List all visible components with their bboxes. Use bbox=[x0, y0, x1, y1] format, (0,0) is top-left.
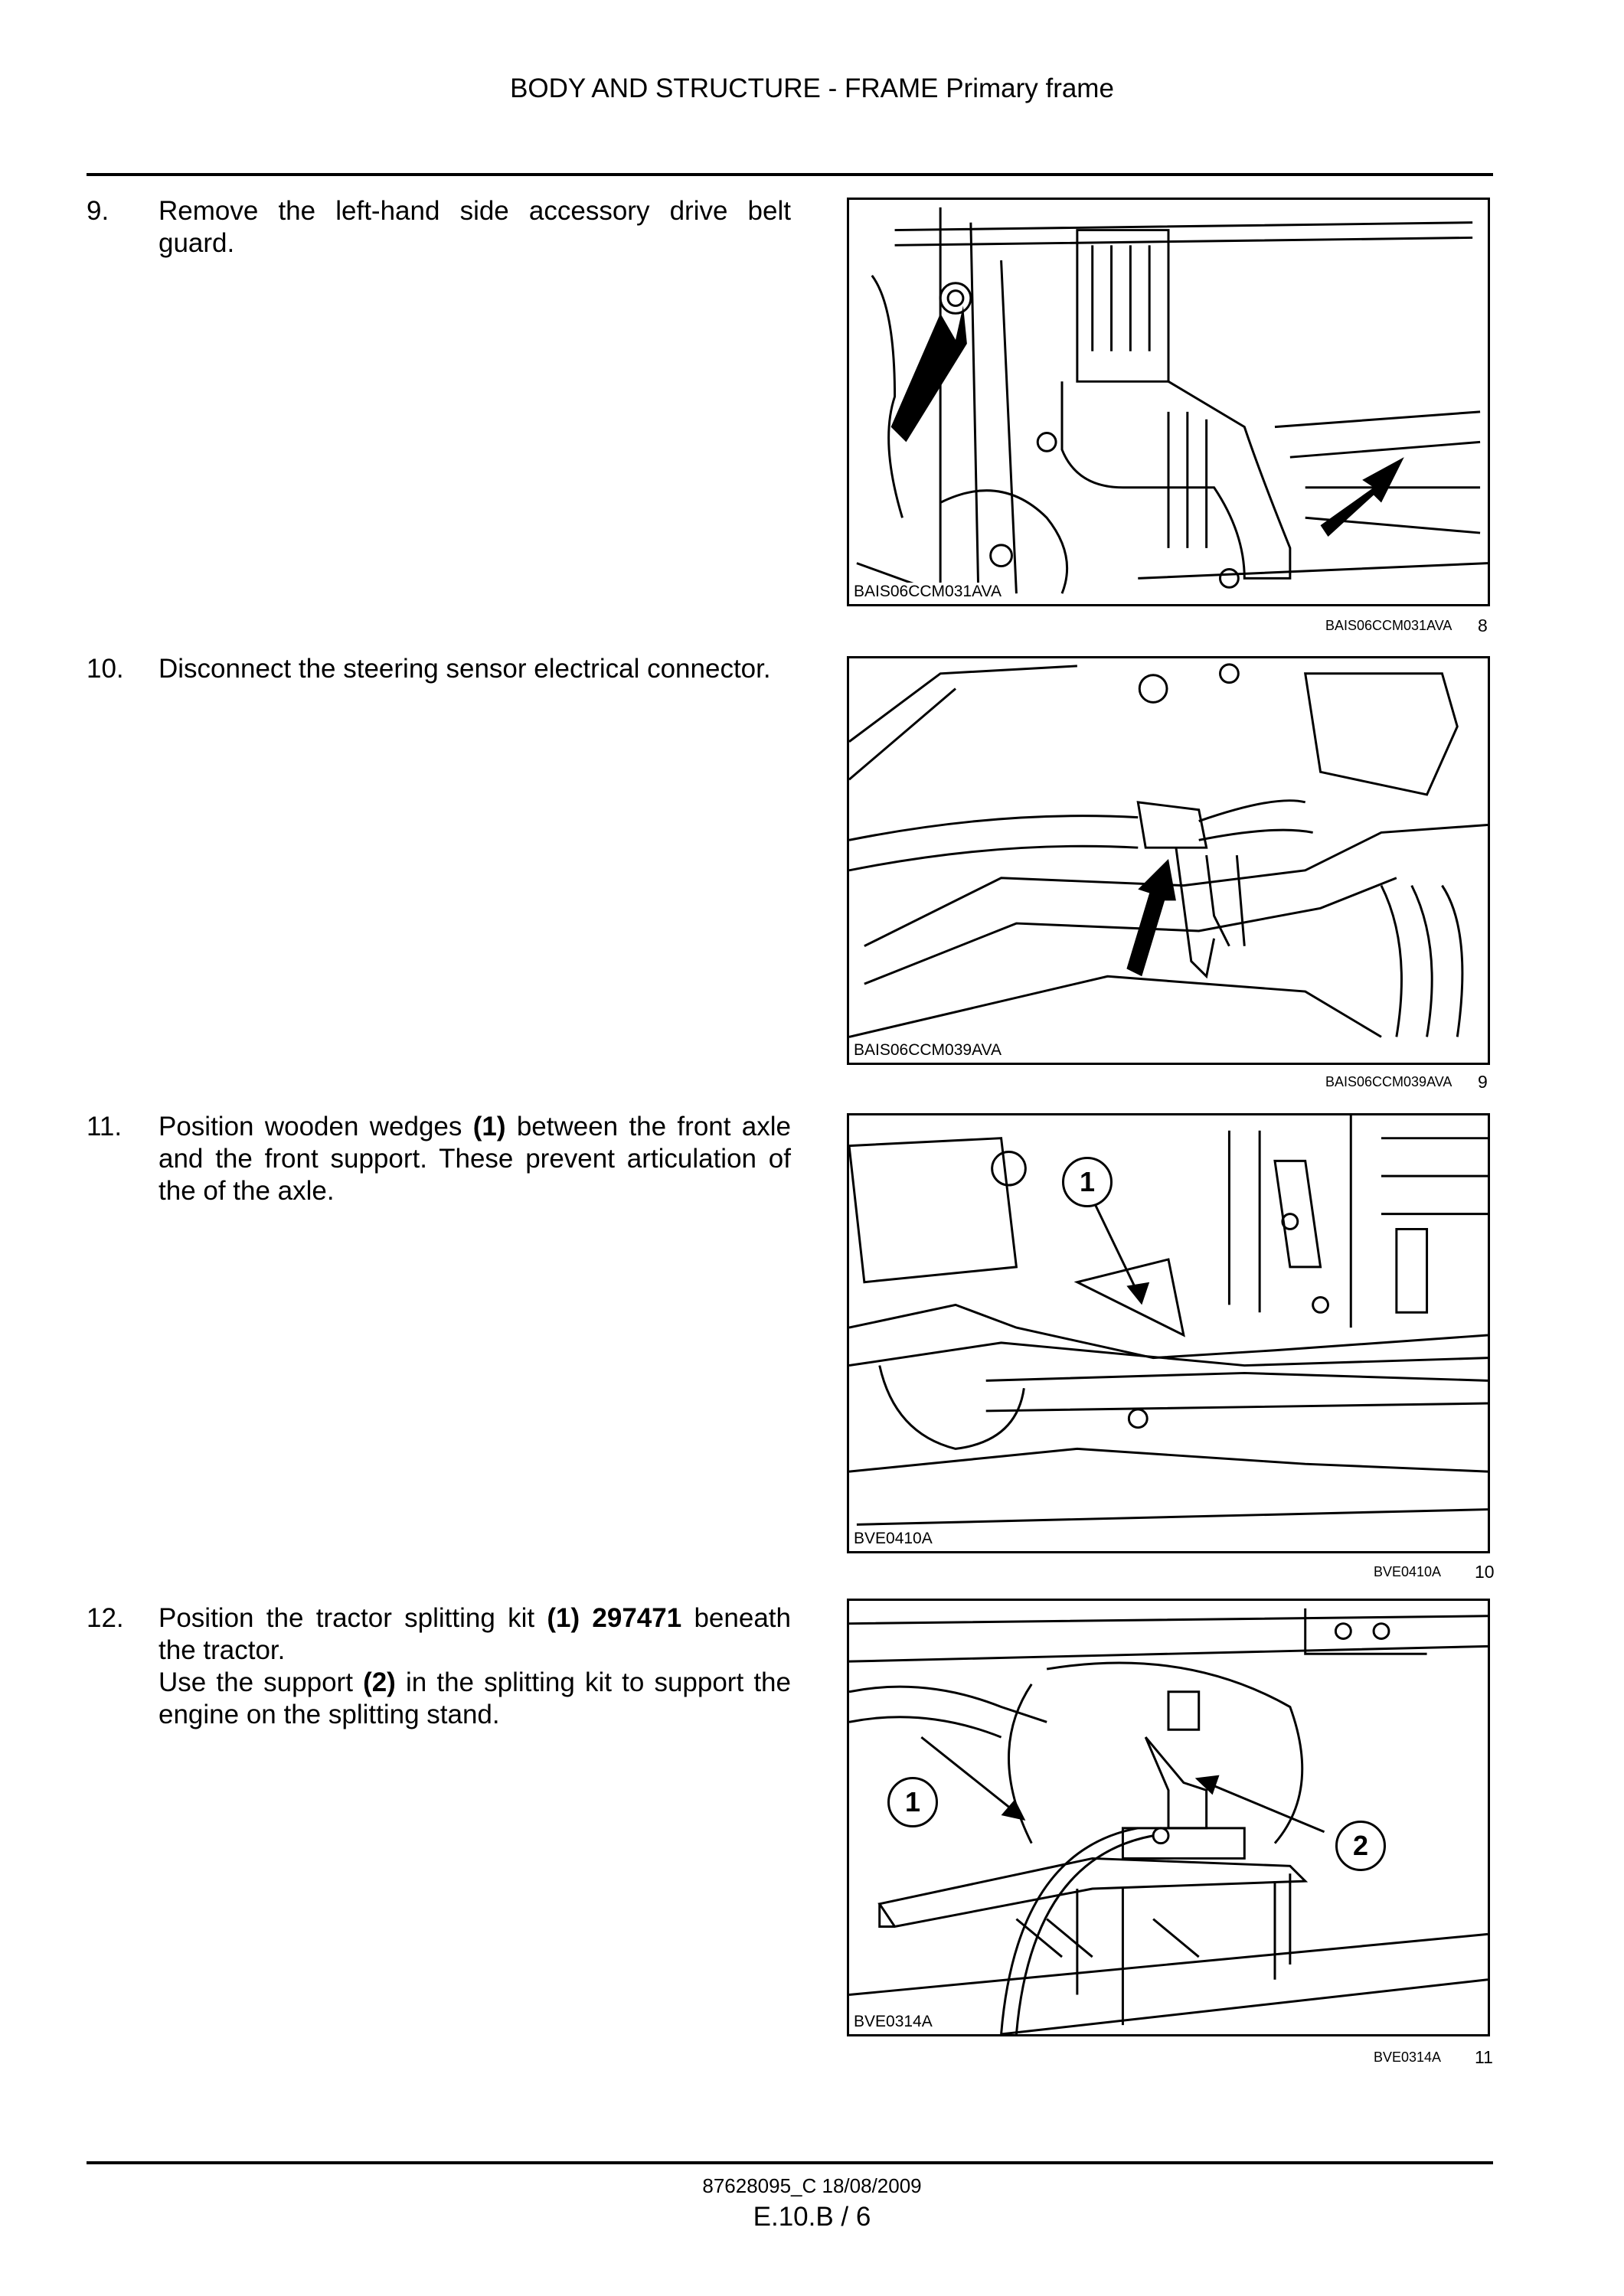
footer-document-id: 87628095_C 18/08/2009 bbox=[702, 2174, 922, 2197]
step-text: Position the tractor splitting kit (1) 2… bbox=[158, 1603, 791, 1729]
figure-caption-code: BVE0314A bbox=[1374, 2049, 1442, 2065]
figure-10-illustration: 1 BVE0410A bbox=[847, 1113, 1490, 1553]
callout-2: 2 bbox=[1335, 1821, 1386, 1871]
step-number: 12. bbox=[87, 1603, 124, 1633]
callout-1: 1 bbox=[1062, 1157, 1113, 1207]
figure-caption-code: BVE0410A bbox=[1374, 1564, 1442, 1579]
figure-code-inset: BVE0314A bbox=[851, 2013, 936, 2031]
footer-rule bbox=[87, 2161, 1493, 2164]
step-number: 11. bbox=[87, 1112, 123, 1141]
figure-11-illustration: 1 2 BVE0314A bbox=[847, 1599, 1490, 2036]
callout-ref: (2) bbox=[363, 1667, 396, 1697]
figure-caption-code: BAIS06CCM031AVA bbox=[1325, 618, 1452, 633]
step-number: 10. bbox=[87, 654, 124, 684]
figure-code-inset: BAIS06CCM039AVA bbox=[851, 1041, 1005, 1060]
figure-code-inset: BVE0410A bbox=[851, 1530, 936, 1548]
callout-ref: (1) bbox=[472, 1112, 506, 1141]
arrow-icon bbox=[890, 305, 1404, 537]
figure-code-inset: BAIS06CCM031AVA bbox=[851, 583, 1005, 601]
figure-number: 8 bbox=[1478, 616, 1488, 635]
arrow-icon bbox=[1126, 859, 1176, 977]
callout-1: 1 bbox=[887, 1777, 938, 1827]
part-number: 297471 bbox=[592, 1603, 682, 1633]
callout-ref: (1) bbox=[547, 1603, 580, 1633]
figure-9-illustration: BAIS06CCM039AVA bbox=[847, 656, 1490, 1065]
arrow-icon bbox=[920, 1736, 1325, 1834]
figure-8-illustration: BAIS06CCM031AVA bbox=[847, 198, 1490, 606]
figure-caption-code: BAIS06CCM039AVA bbox=[1325, 1074, 1452, 1089]
page-header-title: BODY AND STRUCTURE - FRAME Primary frame bbox=[510, 73, 1114, 103]
figure-number: 11 bbox=[1475, 2047, 1493, 2067]
footer-page-number: E.10.B / 6 bbox=[753, 2202, 871, 2232]
step-text: Disconnect the steering sensor electrica… bbox=[158, 654, 771, 684]
arrow-icon bbox=[1091, 1198, 1150, 1305]
figure-number: 10 bbox=[1475, 1562, 1495, 1582]
step-text: Remove the left-hand side accessory driv… bbox=[158, 196, 791, 258]
step-number: 9. bbox=[87, 196, 109, 226]
figure-number: 9 bbox=[1478, 1072, 1488, 1092]
step-text: Position wooden wedges (1) between the f… bbox=[158, 1112, 791, 1206]
header-rule bbox=[87, 173, 1493, 176]
